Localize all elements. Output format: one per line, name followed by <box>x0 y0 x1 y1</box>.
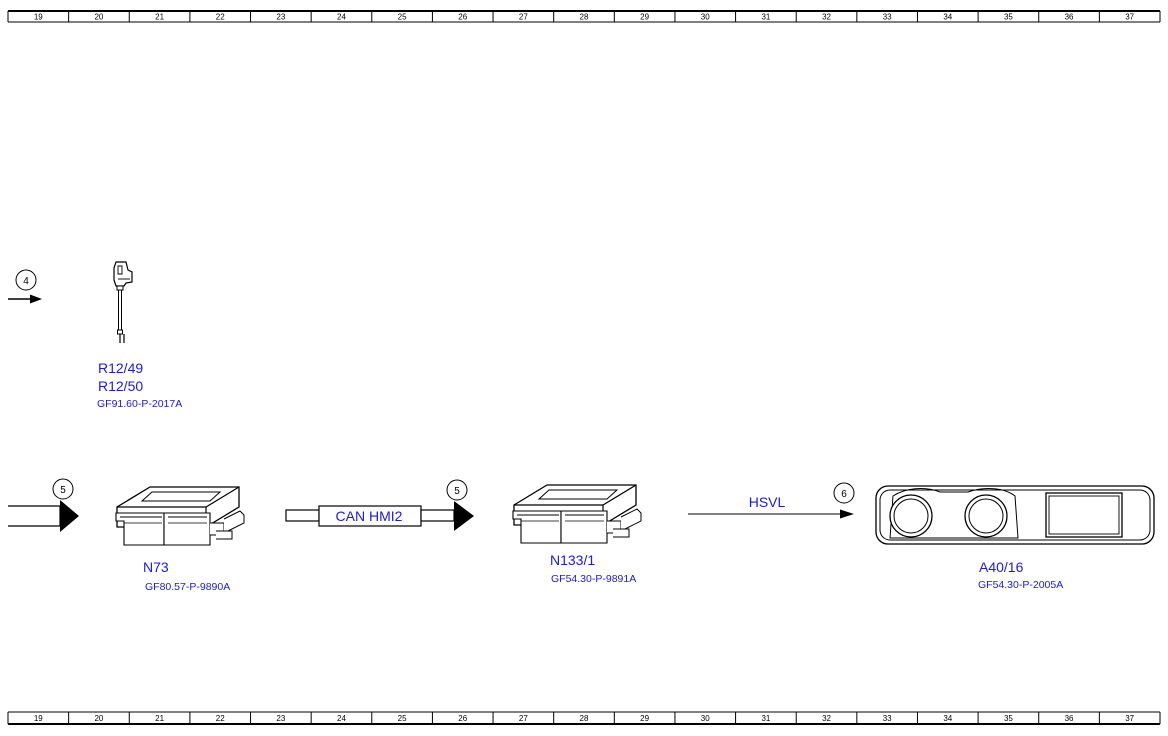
r12-ref-label: GF91.60-P-2017A <box>97 398 182 410</box>
bottom-ruler-number: 23 <box>276 714 285 723</box>
n73-label: N73 <box>143 559 169 575</box>
top-ruler-number: 29 <box>640 13 649 22</box>
top-ruler-number: 19 <box>34 13 43 22</box>
top-ruler-number: 26 <box>458 13 467 22</box>
top-ruler-number: 23 <box>276 13 285 22</box>
bottom-ruler-number: 37 <box>1125 714 1134 723</box>
r12-49-label: R12/49 <box>98 360 143 376</box>
a40-label: A40/16 <box>979 559 1024 575</box>
top-ruler-number: 27 <box>519 13 528 22</box>
hsvl-line: HSVL 6 <box>688 482 855 519</box>
top-ruler-number: 30 <box>701 13 710 22</box>
control-unit-n73-icon <box>115 486 245 546</box>
temperature-sensor-icon <box>113 261 133 343</box>
r12-50-label: R12/50 <box>98 378 143 394</box>
bottom-ruler-number: 35 <box>1004 714 1013 723</box>
control-unit-n133-icon <box>512 484 642 544</box>
n73-ref-label: GF80.57-P-9890A <box>145 581 230 593</box>
connector-6-number: 6 <box>841 489 847 500</box>
top-ruler-number: 24 <box>337 13 346 22</box>
connector-4: 4 <box>8 269 42 304</box>
hsvl-label: HSVL <box>749 494 786 510</box>
top-ruler-number: 33 <box>883 13 892 22</box>
top-ruler-number: 25 <box>398 13 407 22</box>
connector-5a-number: 5 <box>60 485 66 496</box>
top-ruler-number: 37 <box>1125 13 1134 22</box>
top-ruler-number: 32 <box>822 13 831 22</box>
can-hmi2-label: CAN HMI2 <box>336 508 403 524</box>
top-ruler-number: 36 <box>1065 13 1074 22</box>
top-ruler-number: 31 <box>761 13 770 22</box>
bus-into-n73: 5 <box>8 478 79 532</box>
instrument-cluster-icon <box>875 485 1155 545</box>
top-ruler-number: 28 <box>580 13 589 22</box>
bottom-ruler-number: 21 <box>155 714 164 723</box>
bottom-ruler-number: 36 <box>1065 714 1074 723</box>
top-ruler-number: 21 <box>155 13 164 22</box>
bottom-ruler-number: 25 <box>398 714 407 723</box>
bottom-ruler-number: 32 <box>822 714 831 723</box>
bottom-ruler: 19 20 21 22 23 24 25 26 27 28 29 30 31 32 33 34 35 36 37 <box>7 711 1161 725</box>
bottom-ruler-number: 31 <box>761 714 770 723</box>
top-ruler-number: 34 <box>943 13 952 22</box>
bottom-ruler-number: 30 <box>701 714 710 723</box>
bottom-ruler-number: 24 <box>337 714 346 723</box>
top-ruler-number: 20 <box>94 13 103 22</box>
bottom-ruler-number: 19 <box>34 714 43 723</box>
n133-label: N133/1 <box>550 552 595 568</box>
bottom-ruler-number: 20 <box>94 714 103 723</box>
top-ruler-number: 35 <box>1004 13 1013 22</box>
can-hmi2-bus: CAN HMI2 5 <box>285 479 474 531</box>
top-ruler: 19 20 21 22 23 24 25 26 27 28 29 30 31 32 33 34 35 36 37 <box>7 10 1161 23</box>
bottom-ruler-number: 29 <box>640 714 649 723</box>
bottom-ruler-number: 28 <box>580 714 589 723</box>
n133-ref-label: GF54.30-P-9891A <box>551 573 636 585</box>
connector-4-number: 4 <box>23 276 29 287</box>
a40-ref-label: GF54.30-P-2005A <box>978 579 1063 591</box>
bottom-ruler-number: 33 <box>883 714 892 723</box>
bottom-ruler-number: 34 <box>943 714 952 723</box>
bottom-ruler-number: 26 <box>458 714 467 723</box>
connector-5b-number: 5 <box>454 486 460 497</box>
bottom-ruler-number: 27 <box>519 714 528 723</box>
bottom-ruler-number: 22 <box>216 714 225 723</box>
top-ruler-number: 22 <box>216 13 225 22</box>
